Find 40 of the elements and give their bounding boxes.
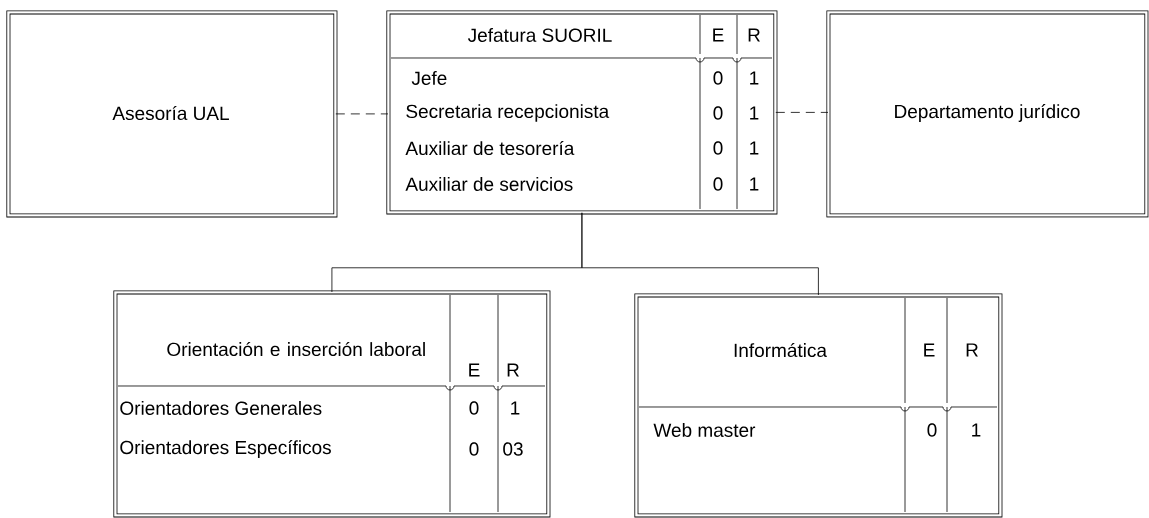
table-box xyxy=(634,293,1003,518)
cell-text: 1 xyxy=(750,106,759,120)
org-box xyxy=(826,10,1149,218)
cell-text: 1 xyxy=(750,141,759,155)
cell-text: Web master xyxy=(653,423,756,437)
cell-text: 0 xyxy=(713,106,723,120)
connector-line xyxy=(775,112,829,113)
connector-line xyxy=(335,113,389,115)
column-header: R xyxy=(966,343,978,357)
cell-text: 0 xyxy=(713,71,723,85)
cell-text: 0 xyxy=(713,141,723,155)
cell-text: 03 xyxy=(503,442,523,456)
column-header: E xyxy=(713,28,724,42)
cell-text: 1 xyxy=(750,177,759,191)
table-title: Orientación e inserción laboral xyxy=(167,341,425,357)
cell-text: Orientadores Generales xyxy=(120,401,322,415)
column-header: R xyxy=(507,363,519,377)
column-header: R xyxy=(748,28,760,42)
cell-text: 1 xyxy=(511,401,520,415)
cell-text: Auxiliar de tesorería xyxy=(405,140,575,156)
cell-text: Orientadores Específicos xyxy=(120,440,331,458)
cell-text: 0 xyxy=(713,177,723,191)
cell-text: Auxiliar de servicios xyxy=(405,177,573,191)
column-header: E xyxy=(924,343,935,357)
cell-text: 1 xyxy=(972,423,981,437)
cell-text: 1 xyxy=(750,71,759,85)
cell-text: Jefe xyxy=(411,71,447,85)
column-header: E xyxy=(469,363,480,377)
org-box xyxy=(6,10,338,218)
connector-line xyxy=(581,212,819,296)
table-box xyxy=(386,10,778,215)
cell-text: Secretaria recepcionista xyxy=(406,104,610,122)
box-label: Asesoría UAL xyxy=(112,105,229,121)
cell-text: 0 xyxy=(927,423,937,437)
table-title: Jefatura SUORIL xyxy=(467,28,612,42)
cell-text: 0 xyxy=(469,442,479,456)
box-label: Departamento jurídico xyxy=(895,104,1080,122)
cell-text: 0 xyxy=(469,401,479,415)
table-title: Informática xyxy=(734,342,827,358)
table-box xyxy=(113,290,551,518)
